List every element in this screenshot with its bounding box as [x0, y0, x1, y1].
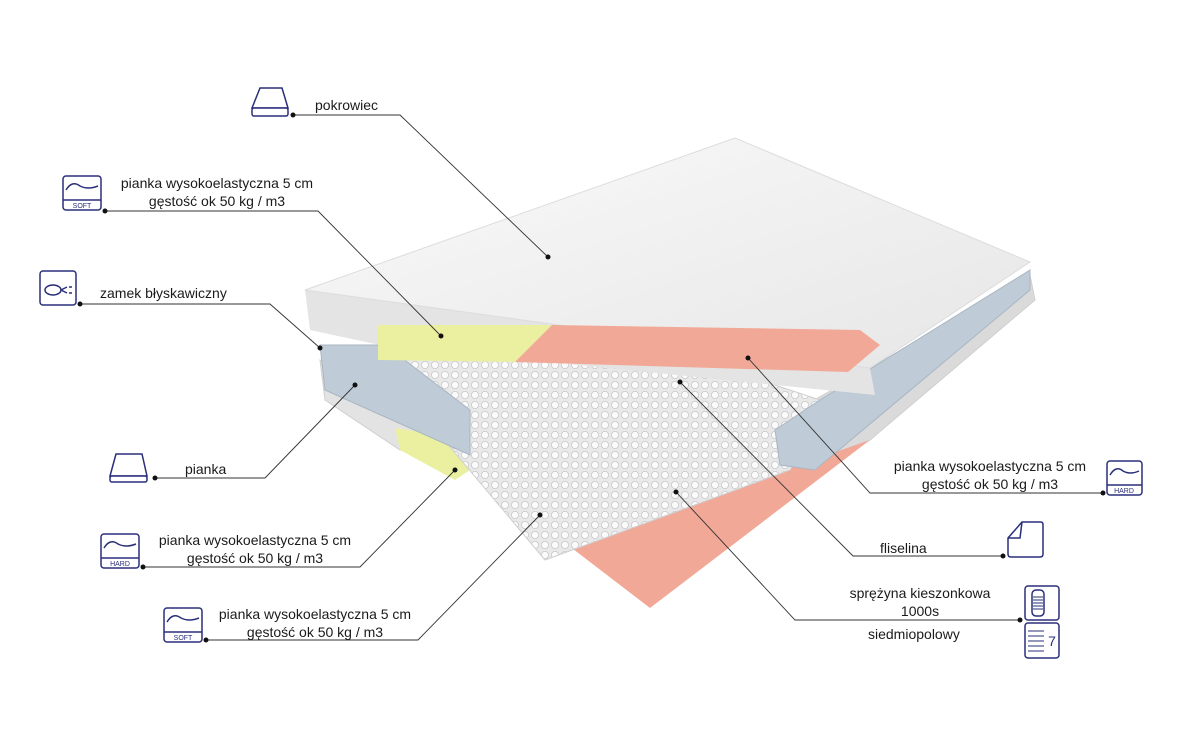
label-line: gęstość ok 50 kg / m3 — [186, 550, 324, 566]
label-springs: sprężyna kieszonkowa 1000s — [840, 584, 1000, 620]
top-foam-yellow — [378, 325, 552, 362]
zipper-icon — [39, 270, 77, 306]
pocket-spring-icon — [1024, 585, 1060, 621]
label-foam: pianka — [185, 461, 227, 477]
leader-dots — [77, 112, 1106, 643]
svg-text:7: 7 — [1048, 633, 1056, 649]
label-line: pianka wysokoelastyczna 5 cm — [893, 458, 1087, 474]
label-line: pianka wysokoelastyczna 5 cm — [120, 175, 314, 191]
svg-text:SOFT: SOFT — [73, 203, 92, 210]
soft-foam-icon: SOFT — [62, 175, 102, 211]
label-foam-top-left: pianka wysokoelastyczna 5 cm gęstość ok … — [112, 174, 322, 210]
label-zones: siedmiopolowy — [868, 626, 960, 642]
label-zipper: zamek błyskawiczny — [100, 285, 227, 301]
label-line: pianka wysokoelastyczna 5 cm — [158, 532, 352, 548]
label-foam-soft-bottom: pianka wysokoelastyczna 5 cm gęstość ok … — [210, 605, 420, 641]
soft-foam-icon-bottom: SOFT — [163, 607, 203, 643]
seven-zone-icon: 7 — [1024, 622, 1060, 659]
foam-icon — [109, 453, 148, 483]
svg-text:HARD: HARD — [1114, 488, 1134, 495]
fleece-icon — [1007, 521, 1044, 558]
top-foam-pink — [515, 325, 880, 372]
label-line: 1000s — [900, 603, 940, 619]
label-foam-hard-right: pianka wysokoelastyczna 5 cm gęstość ok … — [885, 457, 1095, 493]
hard-foam-icon-right: HARD — [1106, 460, 1143, 496]
svg-text:SOFT: SOFT — [174, 635, 193, 642]
label-line: gęstość ok 50 kg / m3 — [148, 193, 286, 209]
side-foam-right — [774, 269, 1031, 471]
label-fleece: fliselina — [880, 540, 927, 556]
label-cover: pokrowiec — [315, 97, 379, 113]
label-line: gęstość ok 50 kg / m3 — [246, 624, 384, 640]
leader-lines — [80, 114, 1103, 641]
mattress-cover-icon — [250, 87, 290, 117]
hard-foam-icon: HARD — [100, 533, 140, 569]
side-foam-left — [319, 344, 471, 456]
label-line: sprężyna kieszonkowa — [849, 585, 991, 601]
svg-text:HARD: HARD — [110, 561, 130, 568]
label-line: pianka wysokoelastyczna 5 cm — [218, 606, 412, 622]
label-foam-hard-left: pianka wysokoelastyczna 5 cm gęstość ok … — [150, 531, 360, 567]
label-line: gęstość ok 50 kg / m3 — [921, 476, 1059, 492]
